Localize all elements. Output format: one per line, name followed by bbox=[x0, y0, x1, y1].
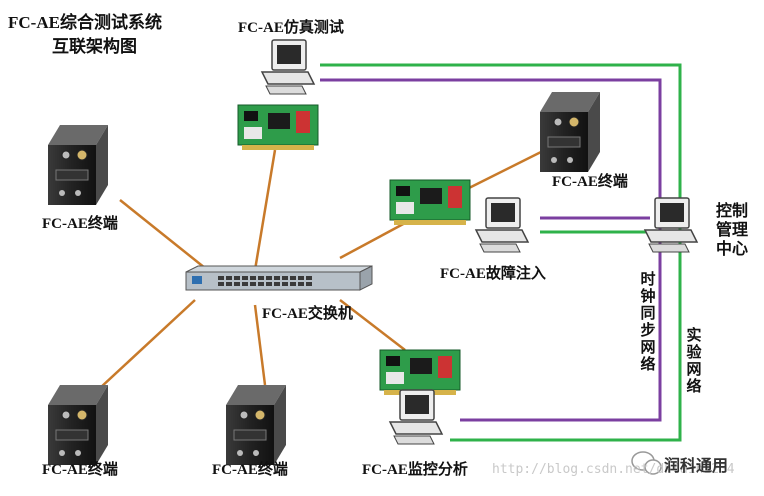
diagram-title-line1: FC-AE综合测试系统 bbox=[8, 13, 162, 32]
label-monitor-analysis: FC-AE监控分析 bbox=[362, 462, 468, 478]
link-switch-termbl bbox=[99, 299, 196, 389]
terminal-bottom-left-icon bbox=[47, 384, 109, 466]
board-fault-icon bbox=[389, 179, 471, 226]
label-switch: FC-AE交换机 bbox=[262, 306, 353, 322]
label-terminal-right: FC-AE终端 bbox=[552, 174, 628, 190]
label-terminal-bottom-left: FC-AE终端 bbox=[42, 462, 118, 478]
switch-icon bbox=[185, 265, 373, 291]
label-terminal-bottom-middle: FC-AE终端 bbox=[212, 462, 288, 478]
board-monitor-icon bbox=[379, 349, 461, 396]
label-terminal-left: FC-AE终端 bbox=[42, 216, 118, 232]
watermark-url: http://blog.csdn.net/dhfa1h1234 bbox=[492, 462, 735, 477]
label-clock-sync-network: 时钟同步网络 bbox=[640, 272, 656, 373]
terminal-bottom-middle-icon bbox=[225, 384, 287, 466]
pc-control-icon bbox=[644, 197, 698, 253]
label-experiment-network: 实验网络 bbox=[686, 328, 702, 395]
pc-monitor-icon bbox=[389, 389, 443, 445]
wechat-icon bbox=[631, 451, 662, 475]
label-fault-injection: FC-AE故障注入 bbox=[440, 266, 546, 282]
label-sim-test: FC-AE仿真测试 bbox=[238, 20, 344, 36]
link-sim-switch bbox=[253, 149, 277, 271]
link-termleft-switch bbox=[119, 199, 206, 269]
link-switch-monitor bbox=[339, 299, 406, 351]
pc-fault-icon bbox=[475, 197, 529, 253]
board-sim-icon bbox=[237, 104, 319, 151]
link-switch-termbm bbox=[253, 304, 267, 386]
diagram-title-line2: 互联架构图 bbox=[52, 37, 137, 56]
label-control-center: 控制管理中心 bbox=[716, 203, 749, 258]
watermark-brand: 润科通用 bbox=[664, 456, 729, 475]
pc-sim-icon bbox=[261, 39, 315, 95]
terminal-left-icon bbox=[47, 124, 109, 206]
terminal-right-icon bbox=[539, 91, 601, 173]
